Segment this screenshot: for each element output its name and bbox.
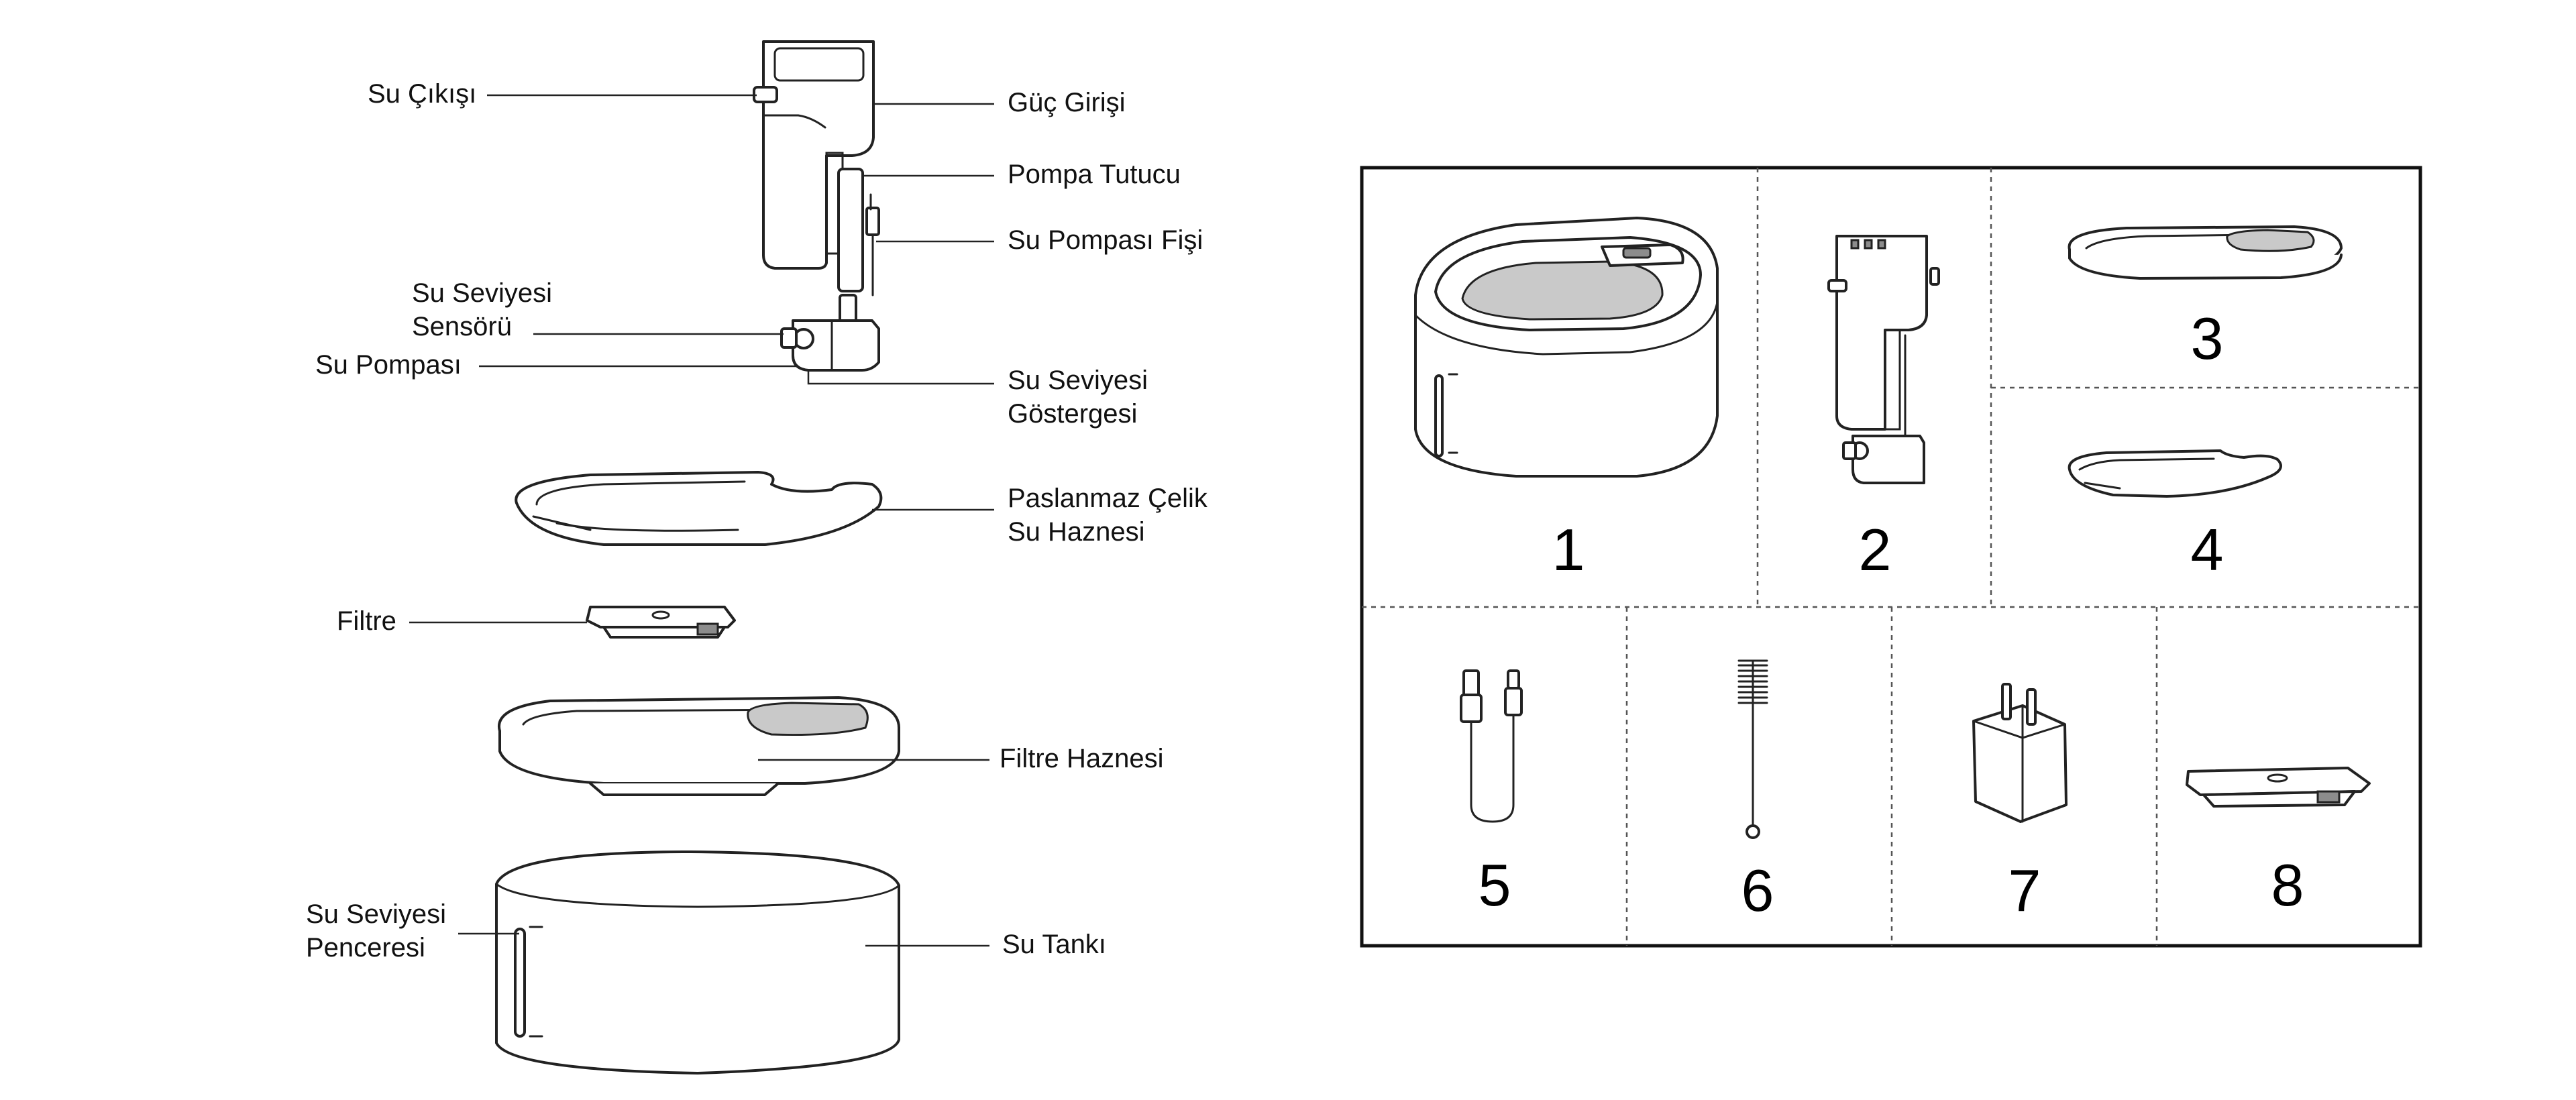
item-8-filter [2186, 767, 2371, 808]
label-filter: Filtre [337, 606, 396, 636]
label-water-tank: Su Tankı [1002, 930, 1106, 959]
item-number-6: 6 [1741, 857, 1774, 924]
label-steel-tray-1: Paslanmaz Çelik [1008, 484, 1208, 513]
steel-tray-drawing [515, 471, 883, 546]
item-3-filter-housing [2068, 225, 2343, 280]
item-number-7: 7 [2008, 857, 2041, 924]
label-level-sensor-2: Sensörü [412, 312, 512, 341]
label-water-outlet: Su Çıkışı [368, 79, 476, 109]
item-number-5: 5 [1479, 852, 1511, 918]
item-number-4: 4 [2191, 516, 2224, 583]
item-7-power-adapter [1972, 683, 2068, 823]
item-5-usb-cable [1460, 669, 1523, 823]
leader-lines [409, 94, 994, 947]
item-4-steel-tray [2068, 449, 2282, 498]
filter-drawing [586, 606, 736, 639]
item-1-assembled-fountain [1414, 217, 1719, 478]
filter-housing-drawing [497, 696, 900, 796]
label-pump-holder: Pompa Tutucu [1008, 160, 1181, 189]
item-number-8: 8 [2271, 852, 2304, 918]
water-pump-drawing [780, 294, 880, 372]
label-water-pump: Su Pompası [315, 350, 462, 380]
label-level-window-1: Su Seviyesi [306, 899, 446, 929]
label-pump-plug: Su Pompası Fişi [1008, 225, 1203, 255]
package-contents-panel: 1 2 3 4 5 6 7 8 [1360, 166, 2422, 948]
item-number-2: 2 [1859, 516, 1892, 583]
item-number-1: 1 [1552, 516, 1585, 583]
label-level-window-2: Penceresi [306, 933, 425, 963]
item-6-cleaning-brush [1737, 659, 1768, 839]
label-level-sensor-1: Su Seviyesi [412, 278, 552, 308]
label-steel-tray-2: Su Haznesi [1008, 517, 1145, 547]
label-level-indicator-2: Göstergesi [1008, 399, 1137, 429]
label-filter-housing: Filtre Haznesi [1000, 744, 1164, 773]
pump-housing-drawing [753, 40, 880, 296]
label-level-indicator-1: Su Seviyesi [1008, 366, 1148, 395]
label-power-inlet: Güç Girişi [1008, 88, 1126, 117]
item-2-pump-assembly [1827, 235, 1940, 484]
exploded-view: Su Çıkışı Güç Girişi Pompa Tutucu Su Pom… [306, 40, 1208, 1075]
water-tank-drawing [495, 850, 900, 1075]
item-number-3: 3 [2191, 305, 2224, 372]
